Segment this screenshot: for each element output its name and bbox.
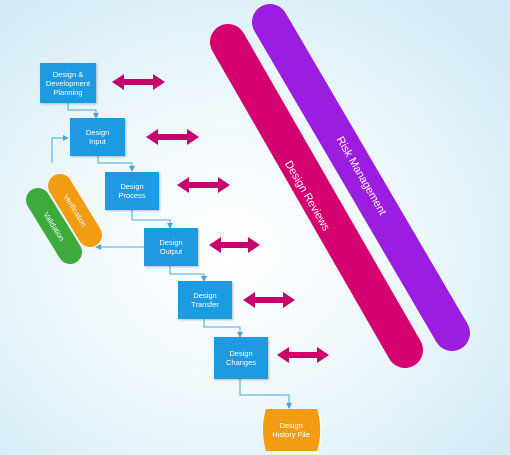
validation-pill [26,188,82,264]
step-design-development-planning: Design & Development Planning [40,63,96,103]
step-label: Design & Development Planning [45,69,91,97]
double-arrow-5 [243,292,295,308]
step-label: Design Changes [225,349,257,367]
verification-pill [48,174,102,247]
step-design-changes: Design Changes [214,337,268,379]
design-history-file-label: Design History File [272,421,310,439]
step-design-output: Design Output [144,228,198,266]
step-label: Design Input [85,128,110,146]
step-design-transfer: Design Transfer [178,281,232,319]
step-label: Design Output [159,238,183,256]
double-arrow-3 [177,177,230,193]
step-connectors [51,102,292,409]
step-label: Design Transfer [191,291,219,309]
step-design-process: Design Process [105,172,159,210]
double-arrow-2 [146,129,199,145]
double-arrow-6 [277,347,329,363]
double-arrow-1 [112,74,165,90]
step-label: Design Process [118,182,146,200]
review-arrows [112,74,329,363]
step-design-input: Design Input [70,118,125,156]
design-history-file-cylinder [263,408,322,452]
double-arrow-4 [209,237,260,253]
risk-management-band [252,4,470,351]
design-reviews-band [210,24,423,368]
